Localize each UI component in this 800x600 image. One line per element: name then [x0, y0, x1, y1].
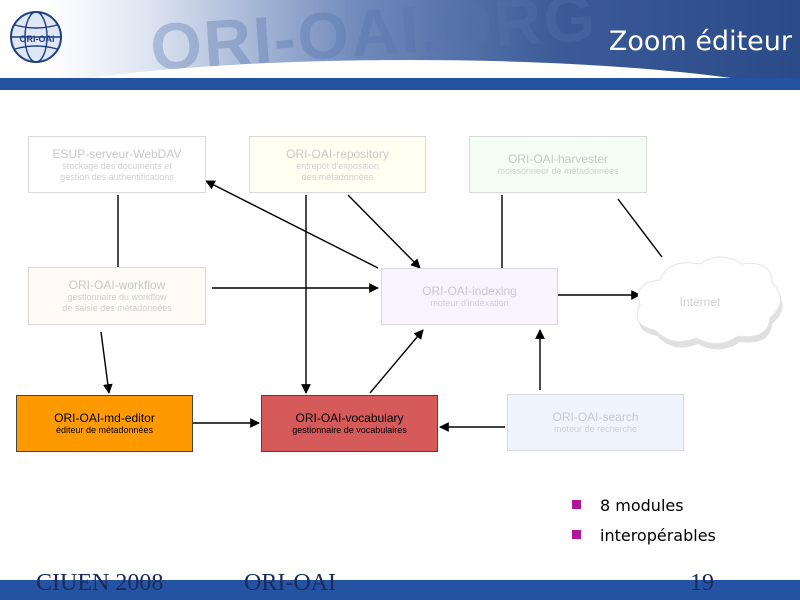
footer-bar: [0, 580, 800, 600]
module-indexing-desc-1: moteur d'indexation: [430, 298, 509, 308]
ori-oai-logo: ORI-OAI: [8, 9, 64, 65]
workflow-editor-arrow: [100, 331, 113, 394]
slide-title: Zoom éditeur: [608, 26, 792, 57]
module-indexing-title: ORI-OAI-indexing: [422, 284, 517, 298]
module-repository-desc-1: entrepôt d'exposition: [296, 160, 379, 171]
module-webdav: ESUP-serveur-WebDAV stockage des documen…: [28, 136, 206, 193]
module-search-desc-1: moteur de recherche: [553, 424, 638, 434]
module-harvester-title: ORI-OAI-harvester: [507, 152, 609, 166]
repository-indexing-arrow: [347, 194, 421, 269]
slide-header: ORI-OAI.ORG ORI-OAI Zoom éditeur: [0, 0, 800, 92]
module-md-editor: ORI-OAI-md-editor éditeur de métadonnées: [16, 395, 193, 452]
module-workflow-desc-2: de saisie des métadonnées: [62, 303, 172, 313]
module-md-editor-title: ORI-OAI-md-editor: [54, 411, 155, 425]
module-vocabulary: ORI-OAI-vocabulary gestionnaire de vocab…: [261, 395, 438, 452]
module-webdav-desc-1: stockage des documents et: [62, 160, 172, 171]
bullet-text: interopérables: [600, 526, 716, 545]
logo-text: ORI-OAI: [19, 34, 55, 44]
module-workflow-desc-1: gestionnaire du workflow: [67, 292, 167, 302]
module-vocabulary-desc-1: gestionnaire de vocabulaires: [292, 425, 407, 435]
bullet-square-icon: [572, 530, 581, 539]
footer-project: ORI-OAI: [244, 570, 336, 596]
module-workflow-title: ORI-OAI-workflow: [68, 278, 166, 292]
harvester-internet-line: [617, 198, 663, 258]
bullet-item: interopérables: [572, 524, 716, 554]
slide-number: 19: [690, 570, 714, 596]
module-webdav-title: ESUP-serveur-WebDAV: [52, 146, 182, 161]
module-repository-desc-2: des métadonnées: [301, 171, 374, 182]
bullet-square-icon: [572, 500, 581, 509]
module-search-title: ORI-OAI-search: [552, 410, 639, 424]
vocabulary-indexing-arrow: [369, 329, 424, 394]
module-harvester: ORI-OAI-harvester moissonneur de métadon…: [469, 136, 647, 193]
globe-icon: [10, 11, 62, 63]
module-repository: ORI-OAI-repository entrepôt d'exposition…: [249, 136, 426, 193]
internet-label: Internet: [679, 295, 721, 309]
footer-event: CIUEN 2008: [36, 570, 164, 596]
header-underline: [0, 78, 800, 90]
module-indexing: ORI-OAI-indexing moteur d'indexation: [381, 268, 558, 325]
bullet-list: 8 modules interopérables: [572, 494, 716, 554]
internet-cloud-shape: [636, 256, 781, 344]
indexing-webdav-arrow: [205, 180, 379, 269]
module-workflow: ORI-OAI-workflow gestionnaire du workflo…: [28, 267, 206, 325]
bullet-item: 8 modules: [572, 494, 716, 524]
module-harvester-desc-1: moissonneur de métadonnées: [497, 166, 619, 176]
module-vocabulary-title: ORI-OAI-vocabulary: [295, 411, 404, 425]
module-search: ORI-OAI-search moteur de recherche: [507, 394, 684, 451]
module-md-editor-desc-1: éditeur de métadonnées: [55, 425, 154, 435]
module-repository-title: ORI-OAI-repository: [286, 146, 389, 161]
bullet-text: 8 modules: [600, 496, 684, 515]
module-webdav-desc-2: gestion des authentifications: [60, 171, 174, 182]
